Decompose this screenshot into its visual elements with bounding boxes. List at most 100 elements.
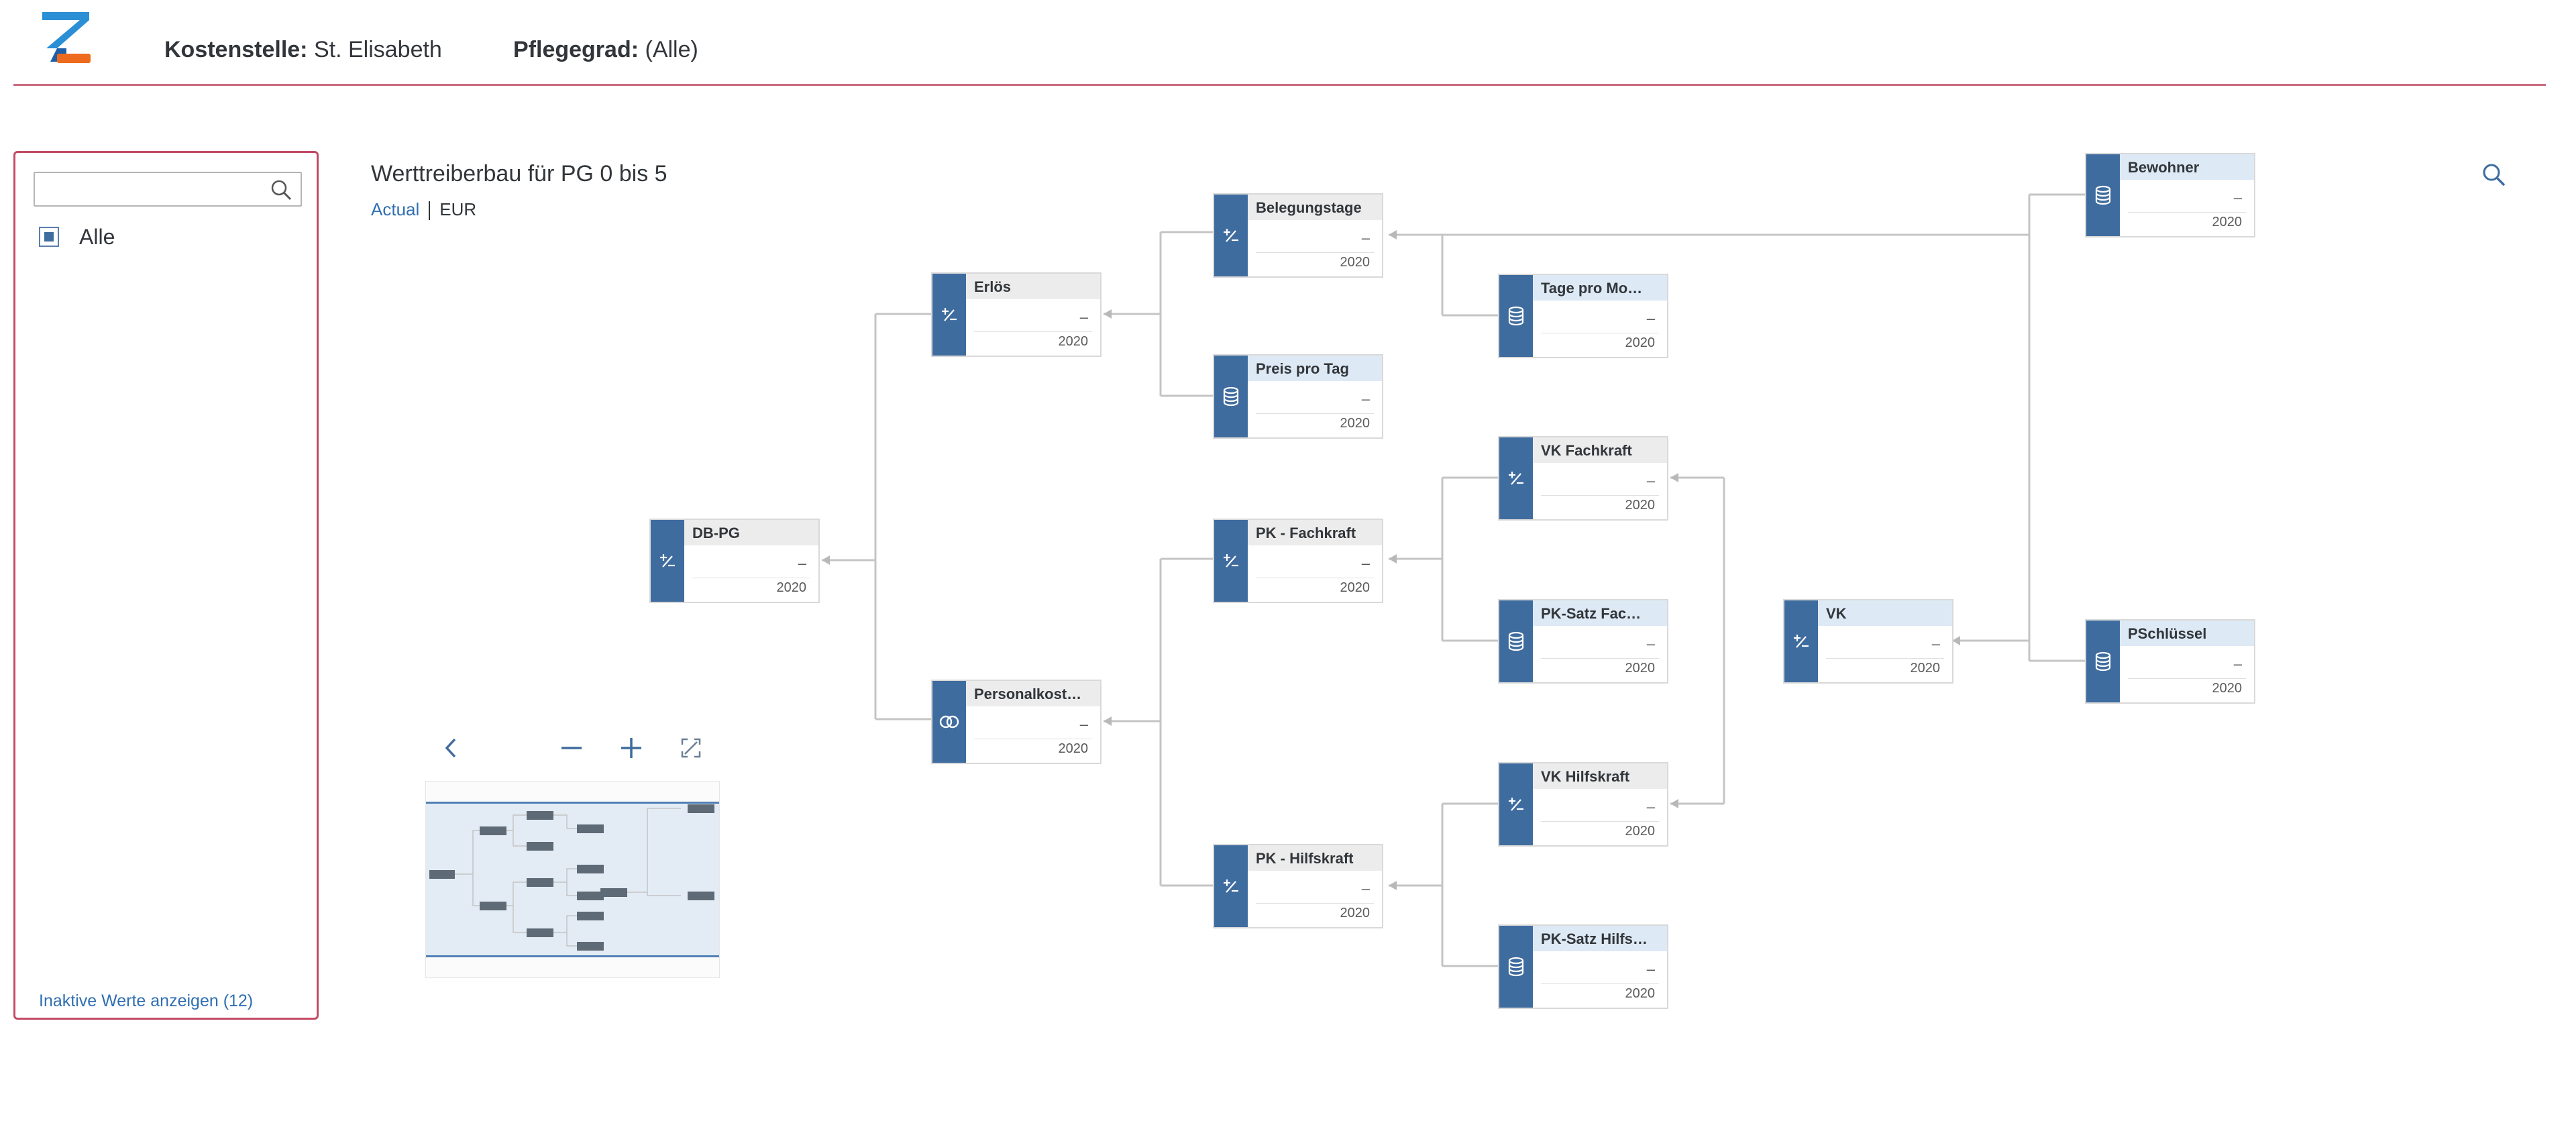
node-value: – — [1079, 309, 1088, 325]
tree-node-vk-fachkraft[interactable]: VK Fachkraft – 2020 — [1499, 437, 1667, 519]
tree-node-vk[interactable]: VK–2020 — [1784, 600, 1952, 682]
node-divider — [1826, 658, 1944, 659]
node-value: – — [798, 555, 806, 572]
node-value: – — [1646, 310, 1655, 327]
node-value: – — [2233, 655, 2242, 672]
node-divider — [1541, 495, 1659, 496]
node-year: 2020 — [2212, 681, 2243, 696]
node-value: – — [2233, 189, 2242, 206]
node-value: – — [1361, 390, 1370, 407]
node-label: Erlös — [966, 274, 1100, 299]
tree-node-bewohner[interactable]: Bewohner – 2020 — [2086, 154, 2254, 236]
node-year: 2020 — [1340, 416, 1371, 431]
node-label: Bewohner — [2120, 154, 2254, 180]
all-label: Alle — [79, 224, 115, 249]
filter-panel: Alle Inaktive Werte anzeigen (12) — [13, 151, 319, 1020]
care-level-label: Pflegegrad: — [513, 37, 639, 62]
database-icon — [1499, 600, 1533, 682]
node-value: – — [1646, 961, 1655, 977]
node-year: 2020 — [2212, 215, 2243, 229]
tree-node-personalkosten[interactable]: Personalkost…–2020 — [932, 681, 1100, 763]
node-value: – — [1361, 880, 1370, 897]
node-divider — [1256, 413, 1374, 414]
node-value: – — [1361, 555, 1370, 572]
tree-node-preis-pro-tag[interactable]: Preis pro Tag – 2020 — [1214, 356, 1382, 437]
node-label: Personalkost… — [966, 681, 1100, 706]
minimap-viewport[interactable] — [426, 802, 719, 957]
database-icon — [1214, 356, 1248, 437]
tree-node-pk-fachkraft[interactable]: PK - Fachkraft–2020 — [1214, 520, 1382, 602]
tree-node-erloes[interactable]: Erlös – 2020 — [932, 274, 1100, 356]
node-divider — [1256, 903, 1374, 904]
tree-node-vk-hilfskraft[interactable]: VK Hilfskraft–2020 — [1499, 763, 1667, 845]
chevron-left-icon[interactable] — [435, 731, 468, 765]
rings-icon — [932, 681, 966, 763]
node-year: 2020 — [1058, 334, 1089, 349]
node-year: 2020 — [1625, 986, 1656, 1001]
node-label: VK — [1818, 600, 1952, 626]
node-label: Tage pro Mo… — [1533, 275, 1667, 301]
care-level-value: (Alle) — [645, 37, 698, 62]
node-year: 2020 — [1625, 498, 1656, 513]
node-divider — [1541, 821, 1659, 822]
filter-option-all[interactable]: Alle — [39, 220, 115, 254]
tree-minimap[interactable] — [426, 782, 719, 977]
tree-node-tage-pro-monat[interactable]: Tage pro Mo… – 2020 — [1499, 275, 1667, 357]
node-year: 2020 — [1340, 255, 1371, 270]
tree-node-db-pg[interactable]: DB-PG – 2020 — [651, 520, 818, 602]
search-icon[interactable] — [2479, 160, 2510, 191]
node-label: VK Fachkraft — [1533, 437, 1667, 463]
node-divider — [1256, 252, 1374, 253]
tree-node-pk-hilfskraft[interactable]: PK - Hilfskraft – 2020 — [1214, 845, 1382, 927]
cost-center-filter[interactable]: Kostenstelle: St. Elisabeth — [164, 37, 442, 63]
node-divider — [2128, 212, 2246, 213]
fit-to-screen-icon[interactable] — [674, 731, 708, 765]
node-year: 2020 — [1058, 741, 1089, 756]
database-icon — [2086, 621, 2120, 702]
node-year: 2020 — [1340, 906, 1371, 920]
node-label: PK-Satz Fac… — [1533, 600, 1667, 626]
database-icon — [1499, 275, 1533, 357]
plus-minus-icon — [1214, 520, 1248, 602]
subtitle-separator — [429, 201, 431, 221]
filter-search-input[interactable] — [42, 173, 263, 204]
filter-search[interactable] — [34, 172, 302, 207]
node-value: – — [1646, 798, 1655, 815]
plus-minus-icon — [1784, 600, 1818, 682]
tree-node-pk-satz-fach[interactable]: PK-Satz Fac…–2020 — [1499, 600, 1667, 682]
plus-minus-icon — [932, 274, 966, 356]
minus-icon[interactable] — [555, 731, 588, 765]
search-icon[interactable] — [268, 177, 294, 203]
node-label: Belegungstage — [1248, 195, 1382, 220]
plus-minus-icon — [1214, 195, 1248, 276]
tree-node-pk-satz-hilf[interactable]: PK-Satz Hilfs… – 2020 — [1499, 926, 1667, 1008]
plus-icon[interactable] — [614, 731, 648, 765]
database-icon — [2086, 154, 2120, 236]
z-logo-icon[interactable] — [37, 7, 97, 67]
node-value: – — [1646, 472, 1655, 489]
node-value: – — [1931, 635, 1940, 652]
node-label: PK-Satz Hilfs… — [1533, 926, 1667, 951]
tree-node-pschluessel[interactable]: PSchlüssel–2020 — [2086, 621, 2254, 702]
minimap-nodes — [429, 804, 714, 951]
all-checkbox[interactable] — [39, 227, 59, 247]
node-label: Preis pro Tag — [1248, 356, 1382, 381]
node-label: DB-PG — [684, 520, 818, 545]
node-value: – — [1361, 229, 1370, 246]
cost-center-label: Kostenstelle: — [164, 37, 308, 62]
node-label: PK - Hilfskraft — [1248, 845, 1382, 871]
node-year: 2020 — [1625, 824, 1656, 839]
tree-node-belegungstage[interactable]: Belegungstage – 2020 — [1214, 195, 1382, 276]
node-divider — [1541, 983, 1659, 984]
show-inactive-values-link[interactable]: Inaktive Werte anzeigen (12) — [39, 992, 254, 1010]
node-year: 2020 — [776, 580, 807, 595]
header-divider — [13, 84, 2546, 86]
plus-minus-icon — [1214, 845, 1248, 927]
care-level-filter[interactable]: Pflegegrad: (Alle) — [513, 37, 698, 63]
database-icon — [1499, 926, 1533, 1008]
node-year: 2020 — [1625, 335, 1656, 350]
version-label[interactable]: Actual — [371, 199, 420, 219]
node-divider — [2128, 678, 2246, 679]
